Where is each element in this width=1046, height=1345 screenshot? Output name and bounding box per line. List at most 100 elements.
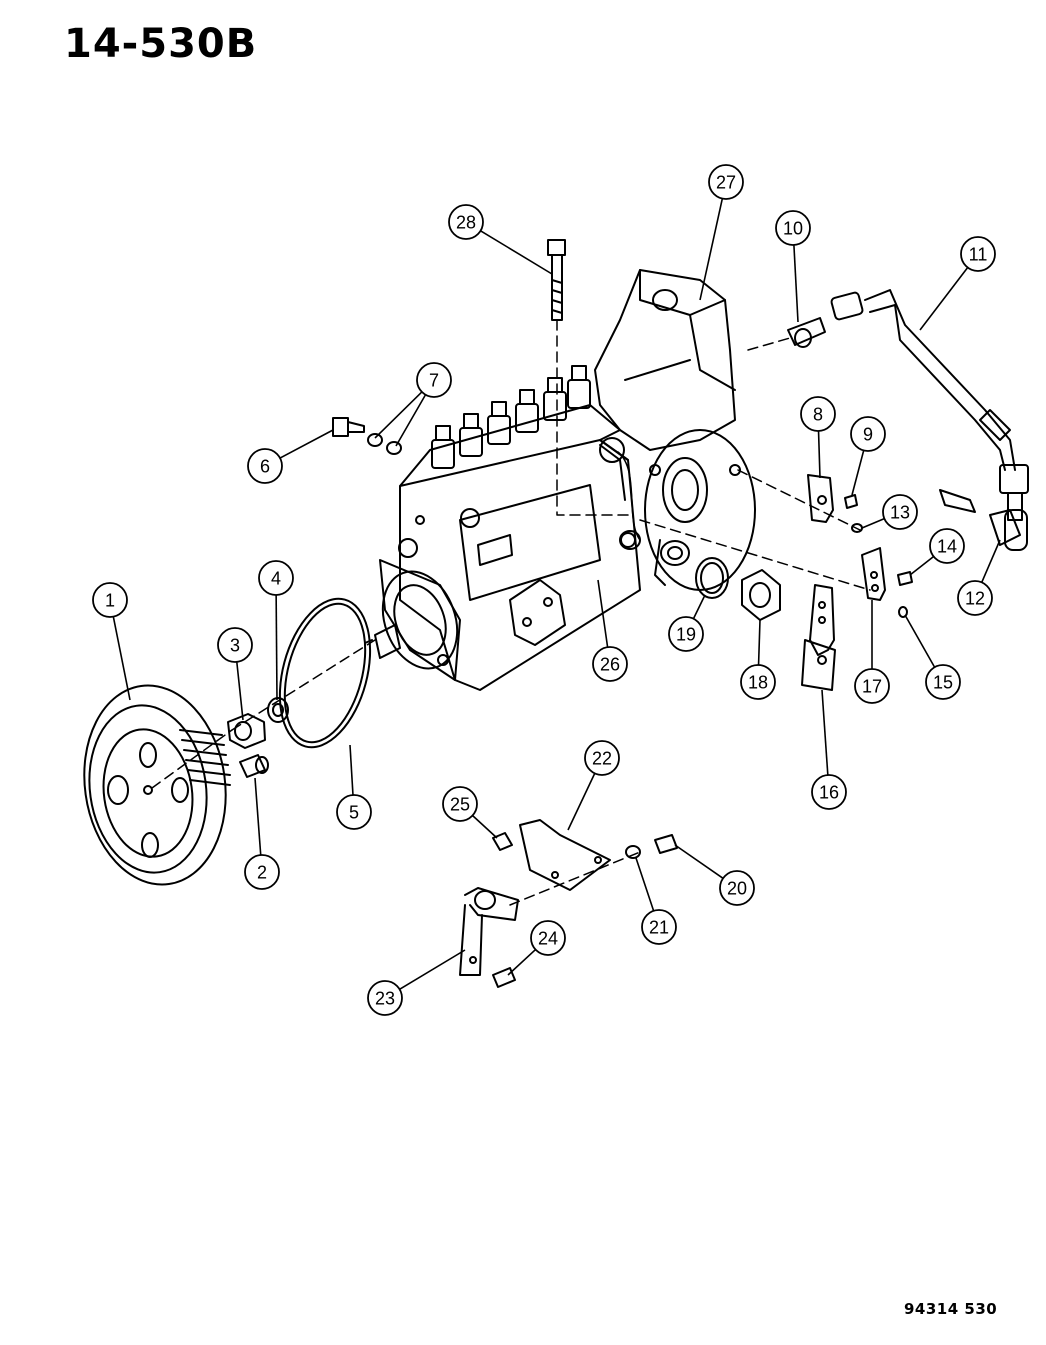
drive-gear (83, 684, 231, 886)
callout-circle-12 (957, 580, 993, 616)
page-code: 14-530B (64, 21, 258, 67)
callout-circle-27 (708, 164, 744, 200)
callout-label-10: 10 (783, 219, 803, 239)
callout-label-24: 24 (538, 929, 558, 949)
callout-leader-7 (395, 394, 427, 447)
callout-8: 8 (800, 396, 836, 432)
callout-label-17: 17 (862, 677, 882, 697)
callout-15: 15 (925, 664, 961, 700)
callout-14: 14 (929, 528, 965, 564)
callout-leader-14 (909, 555, 935, 576)
callout-leader-23 (399, 949, 466, 990)
callout-label-3: 3 (230, 636, 240, 656)
callout-label-16: 16 (819, 783, 839, 803)
callout-circle-18 (740, 664, 776, 700)
gear-stud (239, 754, 269, 778)
callout-13: 13 (882, 494, 918, 530)
callout-circle-20 (719, 870, 755, 906)
callout-11: 11 (960, 236, 996, 272)
callout-label-13: 13 (890, 503, 910, 523)
callout-label-22: 22 (592, 749, 612, 769)
callout-leader-26 (597, 579, 609, 648)
callout-circle-16 (811, 774, 847, 810)
callout-3: 3 (217, 627, 253, 663)
callout-circle-4 (258, 560, 294, 596)
lock-washer (267, 697, 289, 723)
callout-16: 16 (811, 774, 847, 810)
callout-label-12: 12 (965, 589, 985, 609)
callout-circle-6 (247, 448, 283, 484)
callout-leader-16 (821, 689, 829, 776)
callout-leader-1 (112, 616, 131, 701)
callout-circle-11 (960, 236, 996, 272)
callout-label-4: 4 (271, 569, 281, 589)
callout-leader-10 (793, 244, 799, 323)
callout-leader-12 (980, 539, 1001, 583)
callout-24: 24 (530, 920, 566, 956)
callout-leader-18 (757, 619, 761, 666)
callout-leader-25 (471, 814, 498, 839)
callout-leader-20 (674, 844, 724, 879)
bracket-fasteners (492, 832, 678, 988)
callout-circle-24 (530, 920, 566, 956)
callout-leader-13 (861, 517, 885, 529)
callout-20: 20 (719, 870, 755, 906)
governor-housing (594, 269, 736, 451)
callout-circle-5 (336, 794, 372, 830)
callout-10: 10 (775, 210, 811, 246)
callout-label-9: 9 (863, 425, 873, 445)
callout-21: 21 (641, 909, 677, 945)
callout-label-7: 7 (429, 371, 439, 391)
callout-circle-8 (800, 396, 836, 432)
callout-circle-7 (416, 362, 452, 398)
callout-circle-15 (925, 664, 961, 700)
callout-6: 6 (247, 448, 283, 484)
callout-circle-19 (668, 616, 704, 652)
callout-label-8: 8 (813, 405, 823, 425)
callout-label-20: 20 (727, 879, 747, 899)
catalog-code: 94314 530 (904, 1300, 998, 1318)
callout-leader-22 (567, 773, 596, 831)
callout-22: 22 (584, 740, 620, 776)
callout-label-1: 1 (105, 591, 115, 611)
callout-circle-10 (775, 210, 811, 246)
callout-12: 12 (957, 580, 993, 616)
seal-ring (695, 557, 729, 599)
callout-circle-9 (850, 416, 886, 452)
callout-label-28: 28 (456, 213, 476, 233)
alignment-lines (151, 319, 871, 906)
callout-4: 4 (258, 560, 294, 596)
callout-circle-17 (854, 668, 890, 704)
shaft-nut (227, 713, 266, 749)
callout-circle-1 (92, 582, 128, 618)
callout-25: 25 (442, 786, 478, 822)
fuel-supply-port (599, 437, 690, 586)
callout-label-5: 5 (349, 803, 359, 823)
callout-leader-5 (349, 744, 354, 796)
callout-circle-21 (641, 909, 677, 945)
callout-circle-14 (929, 528, 965, 564)
callout-leader-8 (817, 430, 821, 479)
callout-5: 5 (336, 794, 372, 830)
callout-leader-11 (919, 267, 969, 331)
callout-7: 7 (416, 362, 452, 398)
callout-circle-28 (448, 204, 484, 240)
banjo-fitting (787, 317, 1028, 551)
callout-label-14: 14 (937, 537, 957, 557)
callout-leader-28 (480, 230, 553, 275)
callout-label-18: 18 (748, 673, 768, 693)
callout-label-25: 25 (450, 795, 470, 815)
callout-label-15: 15 (933, 673, 953, 693)
callout-23: 23 (367, 980, 403, 1016)
plug-nut (741, 569, 781, 621)
callout-circle-2 (244, 854, 280, 890)
callout-leader-19 (692, 594, 706, 620)
callout-leader-24 (507, 948, 537, 976)
callout-label-19: 19 (676, 625, 696, 645)
callout-27: 27 (708, 164, 744, 200)
callout-leader-4 (275, 594, 278, 701)
callout-circle-26 (592, 646, 628, 682)
callout-label-2: 2 (257, 863, 267, 883)
